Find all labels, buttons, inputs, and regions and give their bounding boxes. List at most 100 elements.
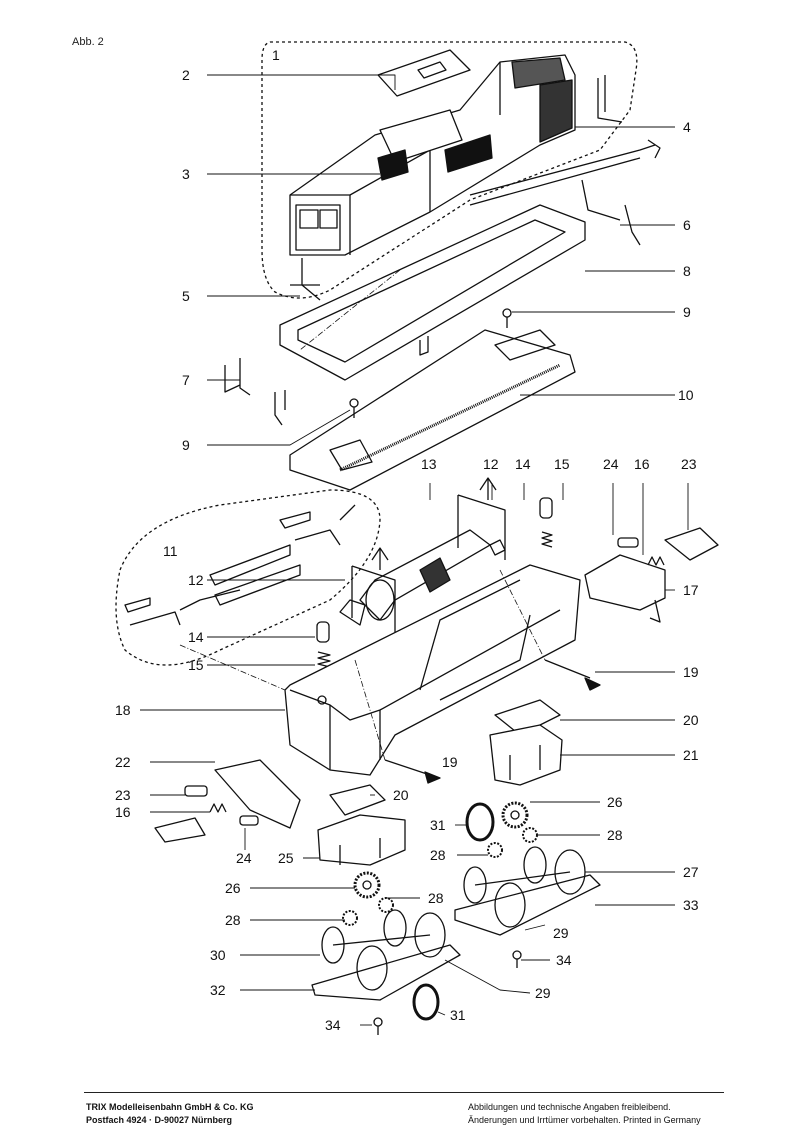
callout-14-bottom: 14 bbox=[188, 629, 204, 645]
motor-bracket-part-12-top bbox=[457, 477, 506, 560]
callout-21: 21 bbox=[683, 747, 699, 763]
motor-bracket-part-12-bottom bbox=[351, 547, 396, 632]
coupler-part-23-right bbox=[664, 527, 719, 561]
callout-20-left: 20 bbox=[393, 787, 409, 803]
callout-34-left: 34 bbox=[325, 1017, 341, 1033]
callout-18: 18 bbox=[115, 702, 131, 718]
callout-24-right: 24 bbox=[603, 456, 619, 472]
spring-part-16-right bbox=[647, 556, 665, 566]
callout-23-right: 23 bbox=[681, 456, 697, 472]
callout-22: 22 bbox=[115, 754, 131, 770]
gear-part-26-left bbox=[353, 871, 381, 899]
callout-1: 1 bbox=[272, 47, 280, 63]
callout-16-left: 16 bbox=[115, 804, 131, 820]
callout-33: 33 bbox=[683, 897, 699, 913]
brush-spring-part-15-top bbox=[541, 531, 553, 548]
callout-4: 4 bbox=[683, 119, 691, 135]
pin-part-24-right bbox=[617, 537, 639, 548]
footer-address: Postfach 4924 · D-90027 Nürnberg bbox=[86, 1115, 233, 1125]
handrail-part-5 bbox=[290, 258, 321, 301]
pin-part-24-left bbox=[239, 815, 259, 826]
callout-3: 3 bbox=[182, 166, 190, 182]
callout-9-bottom: 9 bbox=[182, 437, 190, 453]
callout-27: 27 bbox=[683, 864, 699, 880]
axle-part-19-right bbox=[544, 659, 601, 691]
motor-part-13 bbox=[339, 529, 506, 626]
coupler-part-left bbox=[154, 817, 206, 843]
gear-part-28-right-top bbox=[522, 827, 538, 843]
bogie-sideframe-part-32 bbox=[311, 944, 461, 1001]
callout-30: 30 bbox=[210, 947, 226, 963]
traction-tire-part-31-top bbox=[465, 802, 495, 842]
assembly-guide-lines bbox=[179, 269, 546, 761]
chassis-plate-part-10 bbox=[289, 329, 576, 491]
callout-29-left: 29 bbox=[535, 985, 551, 1001]
handrail-part-6 bbox=[581, 179, 641, 246]
footer-company: TRIX Modelleisenbahn GmbH & Co. KG bbox=[86, 1102, 254, 1112]
callout-23-left: 23 bbox=[115, 787, 131, 803]
callout-19-right: 19 bbox=[683, 664, 699, 680]
callout-9-top: 9 bbox=[683, 304, 691, 320]
pin-part-23-left bbox=[184, 785, 208, 797]
bogie-housing-part-25 bbox=[317, 814, 406, 866]
traction-tire-part-31-bottom bbox=[412, 983, 440, 1021]
locomotive-body-part bbox=[289, 54, 576, 256]
gear-part-28-left-left bbox=[342, 910, 358, 926]
gear-cover-part-20-left bbox=[329, 784, 386, 816]
callout-28-right-top: 28 bbox=[607, 827, 623, 843]
callout-20-right: 20 bbox=[683, 712, 699, 728]
callout-2: 2 bbox=[182, 67, 190, 83]
figure-label: Abb. 2 bbox=[72, 36, 104, 48]
leader-lines bbox=[140, 74, 689, 1026]
callout-24-left: 24 bbox=[236, 850, 252, 866]
screw-part-9-top bbox=[502, 308, 512, 328]
screw-part-34-right bbox=[512, 950, 522, 968]
callout-14-top: 14 bbox=[515, 456, 531, 472]
gear-part-28-left-right bbox=[378, 897, 394, 913]
callout-8: 8 bbox=[683, 263, 691, 279]
wheelset-part-27 bbox=[463, 846, 586, 928]
handrail-part-7 bbox=[224, 358, 286, 426]
callout-28-left-right: 28 bbox=[428, 890, 444, 906]
callout-16-right: 16 bbox=[634, 456, 650, 472]
brush-part-14-bottom bbox=[316, 621, 330, 643]
contact-group-outline bbox=[115, 489, 381, 666]
gear-part-28-right-bottom bbox=[487, 842, 503, 858]
callout-32: 32 bbox=[210, 982, 226, 998]
footer-divider bbox=[84, 1092, 724, 1093]
roof-hatch-part bbox=[377, 49, 471, 97]
callout-17: 17 bbox=[683, 582, 699, 598]
spring-part-16-left bbox=[209, 803, 227, 813]
callout-13: 13 bbox=[421, 456, 437, 472]
handrail-part-4 bbox=[597, 75, 623, 123]
callout-26-right: 26 bbox=[607, 794, 623, 810]
frame-part-8 bbox=[279, 204, 586, 381]
callout-34-right: 34 bbox=[556, 952, 572, 968]
footer-notice-line-2: Änderungen und Irrtümer vorbehalten. Pri… bbox=[468, 1115, 701, 1125]
gear-housing-part-18 bbox=[284, 564, 581, 776]
brush-part-14-top bbox=[539, 497, 553, 519]
callout-10: 10 bbox=[678, 387, 694, 403]
bogie-housing-part-21 bbox=[489, 724, 563, 786]
coupling-rod-part bbox=[469, 139, 661, 206]
callout-6: 6 bbox=[683, 217, 691, 233]
callout-26-left: 26 bbox=[225, 880, 241, 896]
callout-15-top: 15 bbox=[554, 456, 570, 472]
wheelset-part-30 bbox=[321, 909, 446, 991]
footer-notice-line-1: Abbildungen und technische Angaben freib… bbox=[468, 1102, 671, 1112]
callout-31-bottom: 31 bbox=[450, 1007, 466, 1023]
callout-11: 11 bbox=[163, 543, 178, 559]
gear-cover-part-20-right bbox=[494, 699, 561, 736]
callout-15-bottom: 15 bbox=[188, 657, 204, 673]
footer-company-block: TRIX Modelleisenbahn GmbH & Co. KG Postf… bbox=[86, 1101, 254, 1127]
callout-25: 25 bbox=[278, 850, 294, 866]
callout-28-right-left: 28 bbox=[430, 847, 446, 863]
gear-part-26-right bbox=[501, 801, 529, 829]
callout-12-bottom: 12 bbox=[188, 572, 204, 588]
footer-notice-block: Abbildungen und technische Angaben freib… bbox=[468, 1101, 701, 1127]
callout-28-left-left: 28 bbox=[225, 912, 241, 928]
body-group-outline bbox=[261, 41, 638, 299]
bogie-bracket-part-17 bbox=[584, 554, 666, 623]
callout-29-right: 29 bbox=[553, 925, 569, 941]
